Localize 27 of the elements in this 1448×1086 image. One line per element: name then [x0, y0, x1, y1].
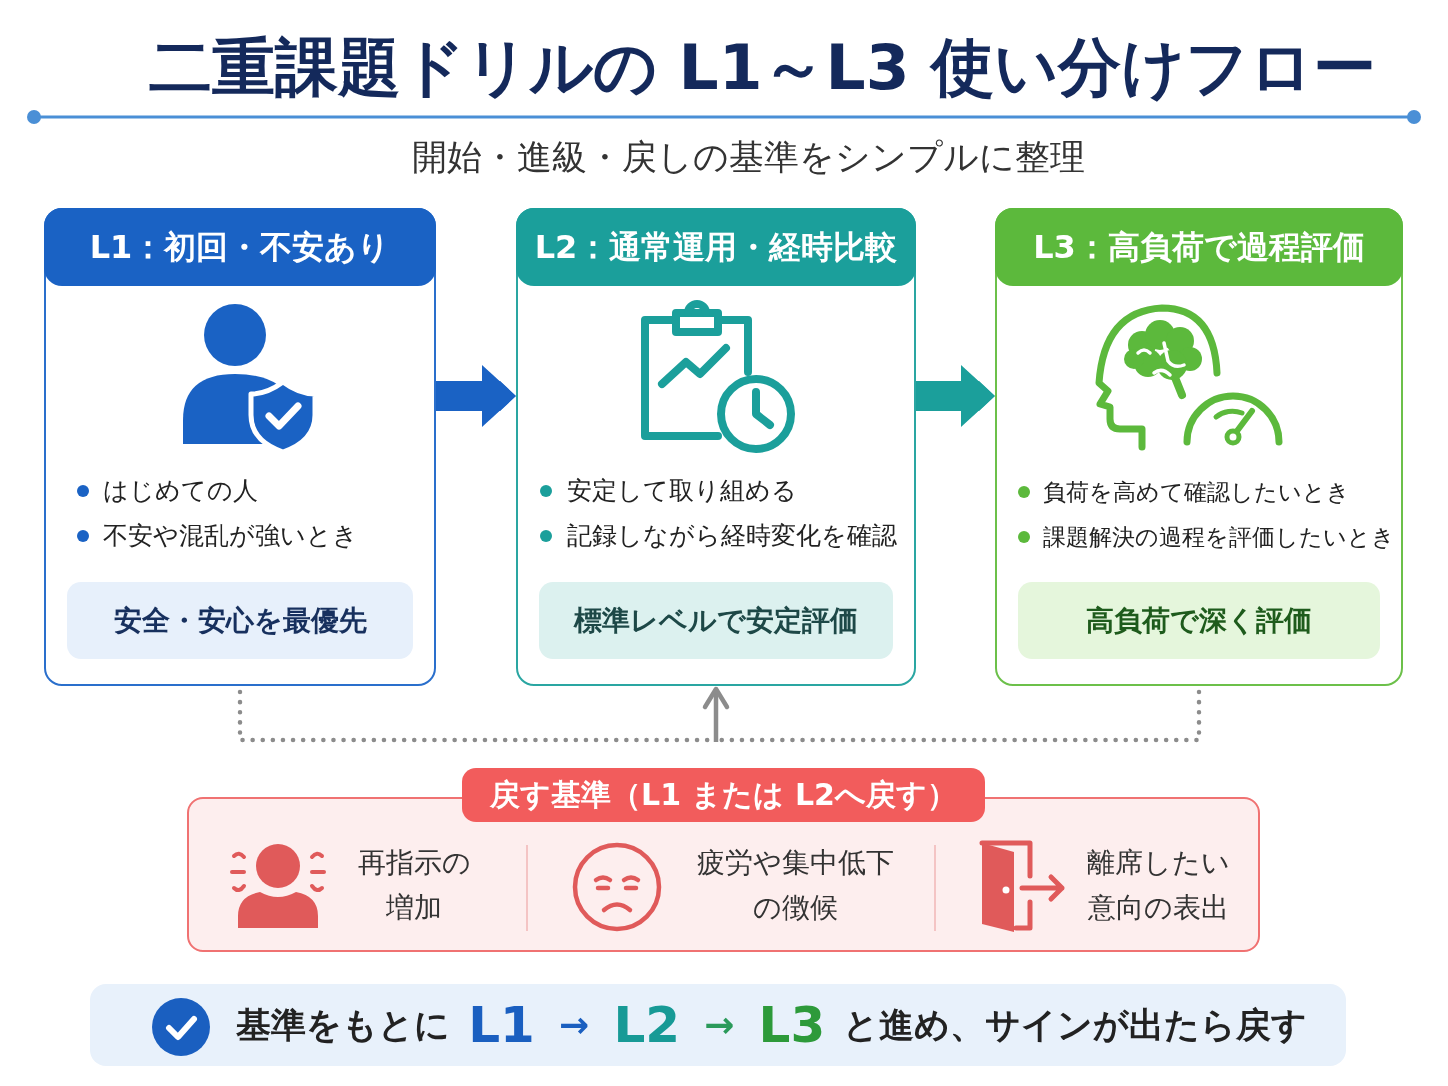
- dotted-line: [718, 689, 1202, 743]
- level-card: [995, 208, 1403, 686]
- banner-text: 基準をもとに L1 → L2 → L3 と進め、サインが出たら戻す: [236, 995, 1308, 1056]
- arrow: [702, 686, 730, 742]
- summary-box: 標準レベルで安定評価: [539, 582, 893, 659]
- title-pill: 戻す基準（L1 または L2へ戻す）: [462, 768, 985, 822]
- bullet-text: 課題解決の過程を評価したいとき: [1043, 523, 1395, 552]
- block-arrow: [916, 365, 995, 427]
- criterion-text: 再指示の増加: [356, 845, 472, 926]
- title: 二重課題ドリルの L1～L3 使い分けフロー: [147, 30, 1378, 106]
- bullet-text: 安定して取り組める: [567, 475, 797, 507]
- criterion-text: 離席したい意向の表出: [1085, 845, 1231, 926]
- header-band: L3：高負荷で過程評価: [995, 208, 1403, 286]
- header-band: L2：通常運用・経時比較: [516, 208, 916, 286]
- block-arrow: [436, 365, 516, 427]
- level-card: [44, 208, 436, 686]
- subtitle: 開始・進級・戻しの基準をシンプルに整理: [410, 136, 1086, 179]
- header-band: L1：初回・不安あり: [44, 208, 436, 286]
- bullet-text: 記録しながら経時変化を確認: [567, 520, 897, 552]
- banner: [90, 984, 1346, 1066]
- bullet-text: 負荷を高めて確認したいとき: [1043, 478, 1350, 507]
- summary-box: 高負荷で深く評価: [1018, 582, 1380, 659]
- summary-box: 安全・安心を最優先: [67, 582, 413, 659]
- bullet-text: はじめての人: [103, 475, 258, 507]
- bullet-text: 不安や混乱が強いとき: [103, 520, 358, 552]
- level-card: [516, 208, 916, 686]
- criterion-text: 疲労や集中低下の徴候: [695, 845, 895, 926]
